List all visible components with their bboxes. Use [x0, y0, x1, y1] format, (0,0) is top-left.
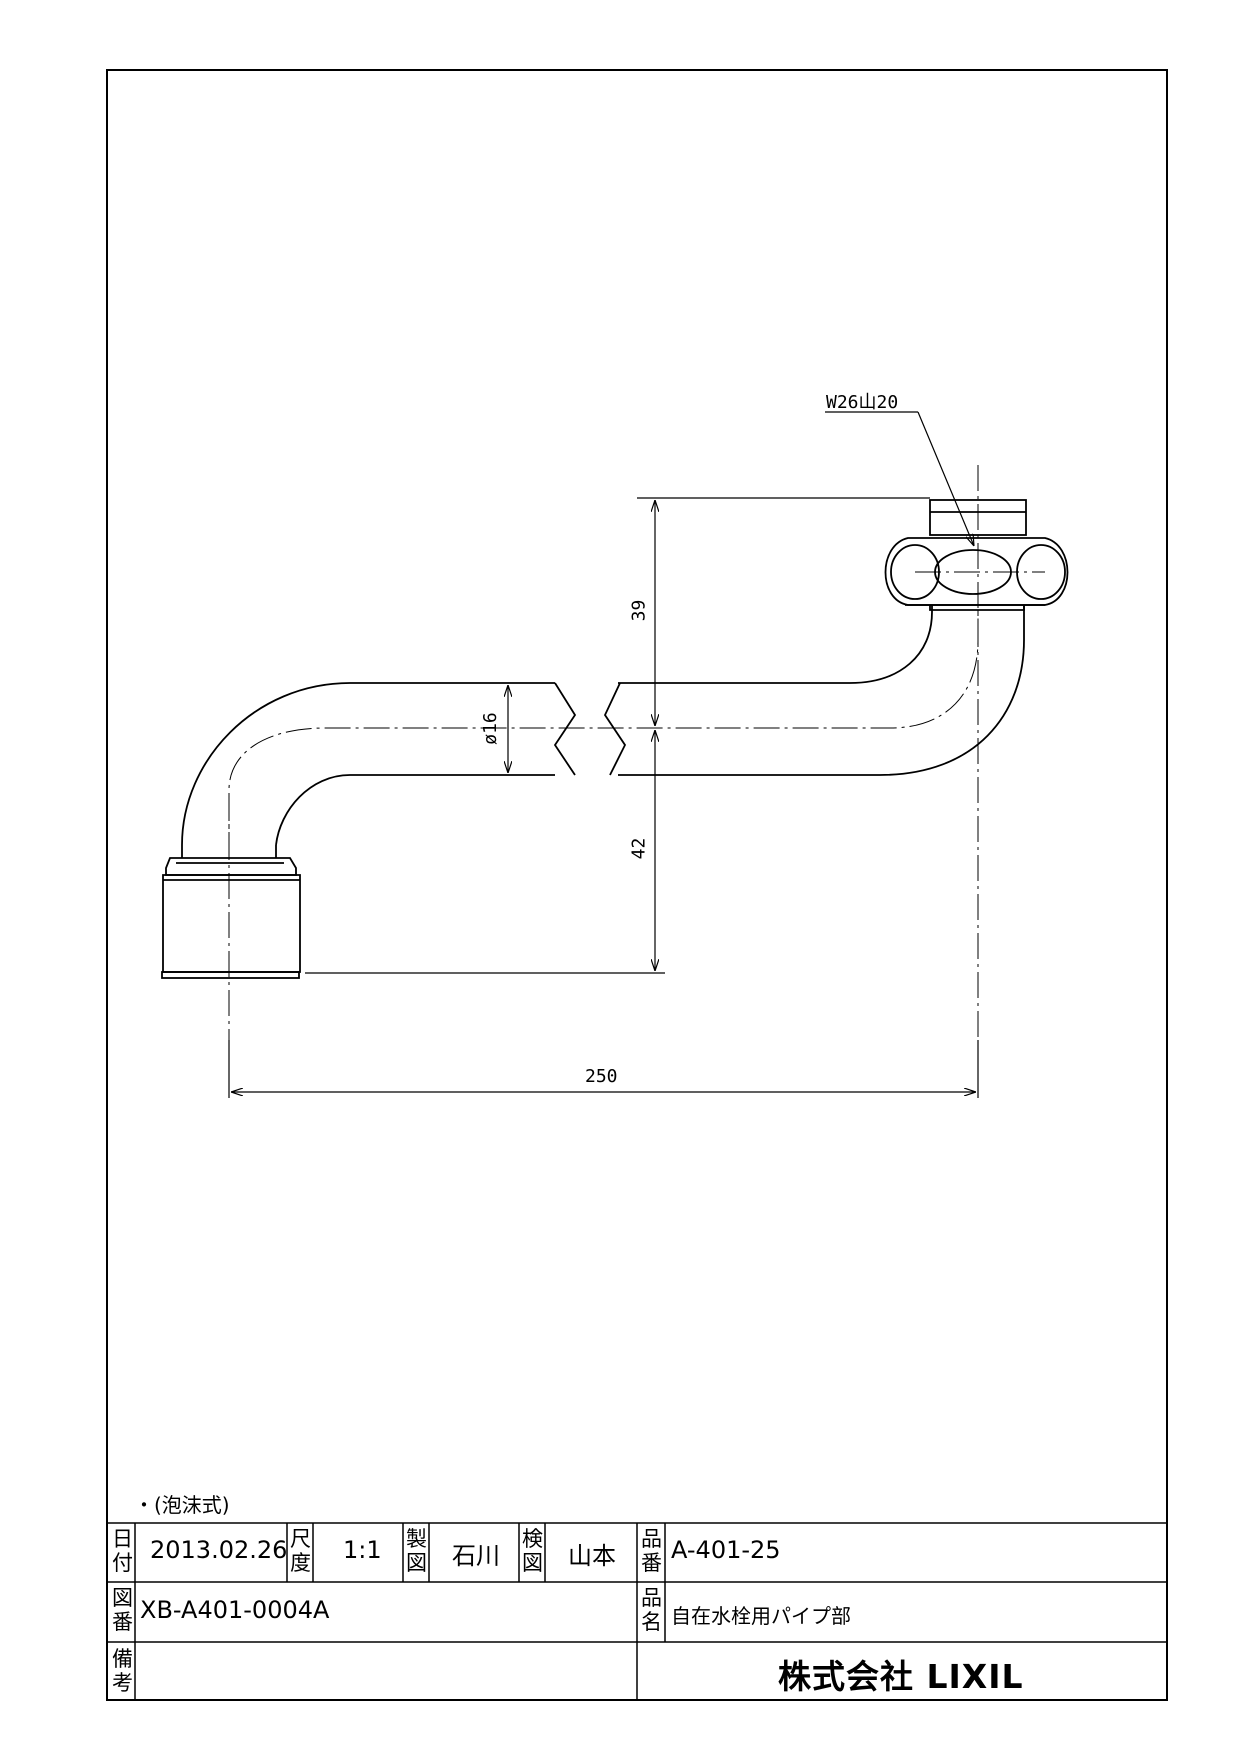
label-part-no: 品番 [641, 1527, 662, 1575]
note-aerator-type: ・(泡沫式) [134, 1493, 230, 1517]
thread-callout: W26山20 [826, 392, 899, 413]
label-part-name: 品名 [641, 1586, 662, 1634]
value-drawing-no: XB-A401-0004A [140, 1596, 330, 1624]
label-drawn: 製図 [406, 1527, 427, 1575]
label-remarks: 備考 [112, 1647, 133, 1695]
dimension-lines [228, 411, 979, 1098]
value-part-name: 自在水栓用パイプ部 [671, 1604, 851, 1628]
value-drawn: 石川 [452, 1542, 500, 1570]
value-checked: 山本 [568, 1542, 616, 1570]
swivel-nut [884, 499, 1069, 611]
pipe-outline [181, 605, 1025, 846]
dimension-42: 42 [628, 837, 650, 860]
value-scale: 1:1 [343, 1536, 382, 1564]
label-date: 日付 [112, 1527, 133, 1575]
drawing-frame [106, 69, 1168, 1701]
dimension-39: 39 [628, 599, 650, 622]
label-drawing-no: 図番 [112, 1586, 133, 1634]
dimension-250: 250 [585, 1066, 618, 1087]
company-logo: 株式会社 LIXIL [778, 1657, 1024, 1696]
label-checked: 検図 [522, 1527, 543, 1575]
centerlines [228, 465, 1045, 1090]
value-date: 2013.02.26 [150, 1536, 288, 1564]
label-scale: 尺度 [290, 1527, 311, 1575]
title-block-grid [107, 1522, 1167, 1700]
dimension-diameter-16: ø16 [479, 712, 501, 745]
value-part-no: A-401-25 [671, 1536, 781, 1564]
aerator-outlet [161, 845, 301, 979]
